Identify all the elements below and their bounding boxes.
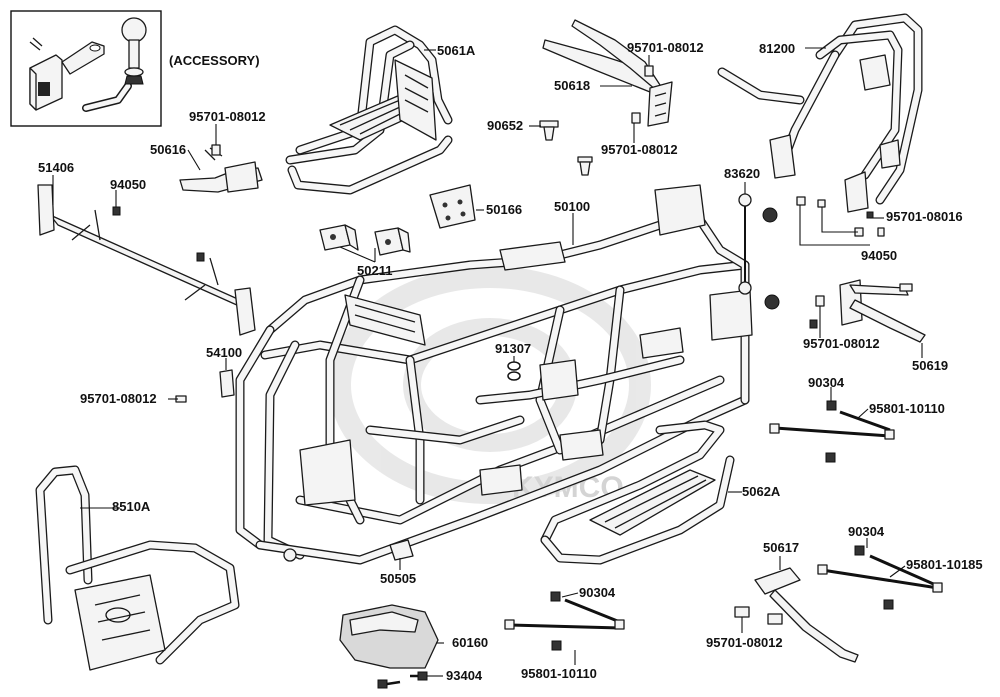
label-94050-left: 94050 [110, 177, 147, 192]
label-90652: 90652 [487, 118, 524, 133]
footrest-5062a [540, 420, 735, 565]
brackets-50211 [319, 224, 411, 256]
bracket-54100 [219, 369, 235, 398]
fasteners-95701-08016 [796, 196, 885, 246]
front-bumper-8510a [35, 465, 240, 671]
label-50166: 50166 [486, 202, 523, 217]
main-frame-50100 [235, 184, 753, 565]
accessory-hitch-group [10, 10, 162, 127]
label-5062a: 5062A [742, 484, 781, 499]
bracket-50619 [839, 279, 926, 343]
label-50211: 50211 [357, 263, 393, 278]
label-95801-10185: 95801-10185 [906, 557, 983, 572]
label-50100: 50100 [554, 199, 591, 214]
label-83620: 83620 [724, 166, 761, 181]
cable-51406 [37, 184, 256, 336]
label-54100: 54100 [206, 345, 243, 360]
label-91307: 91307 [495, 341, 532, 356]
clip-91307 [507, 361, 521, 381]
label-95701-08012-lower-left: 95701-08012 [80, 391, 157, 406]
clip-50505 [389, 539, 414, 561]
front-rack-81200 [717, 13, 923, 213]
mudguard-60160 [339, 604, 439, 669]
accessory-note: (ACCESSORY) [169, 53, 260, 68]
leader-lines [52, 47, 923, 677]
pin-90652 [539, 120, 593, 176]
label-50618: 50618 [554, 78, 591, 93]
link-83620 [738, 193, 780, 310]
label-50616: 50616 [150, 142, 187, 157]
label-81200: 81200 [759, 41, 796, 56]
label-95801-10110-bottom: 95801-10110 [521, 666, 597, 681]
bolts-95801-10110-bottom [504, 591, 625, 651]
label-8510a: 8510A [112, 499, 151, 514]
label-95701-08012-right: 95701-08012 [803, 336, 880, 351]
label-50505: 50505 [380, 571, 417, 586]
bracket-50617 [734, 567, 859, 663]
label-51406: 51406 [38, 160, 75, 175]
bracket-50616 [179, 147, 263, 193]
plate-50166 [429, 184, 476, 229]
label-94050-right: 94050 [861, 248, 898, 263]
label-60160: 60160 [452, 635, 489, 650]
label-95801-10110-right: 95801-10110 [869, 401, 945, 416]
small-fasteners [112, 65, 825, 403]
label-90304-right: 90304 [808, 375, 845, 390]
label-50617: 50617 [763, 540, 800, 555]
label-95701-08012-mid: 95701-08012 [601, 142, 678, 157]
label-93404: 93404 [446, 668, 483, 683]
bolts-95801-10185 [817, 545, 943, 610]
label-90304-lower-right: 90304 [848, 524, 885, 539]
bracket-50618 [542, 19, 673, 127]
label-95701-08016: 95701-08016 [886, 209, 963, 224]
bolts-95801-10110-right [769, 400, 895, 463]
label-50619: 50619 [912, 358, 949, 373]
label-95701-08012-left: 95701-08012 [189, 109, 266, 124]
label-95701-08012-top: 95701-08012 [627, 40, 704, 55]
label-90304-bottom: 90304 [579, 585, 616, 600]
rear-rack-5061a [285, 25, 453, 195]
screws-93404 [377, 671, 428, 689]
label-5061a: 5061A [437, 43, 476, 58]
label-95701-08012-bottom: 95701-08012 [706, 635, 783, 650]
